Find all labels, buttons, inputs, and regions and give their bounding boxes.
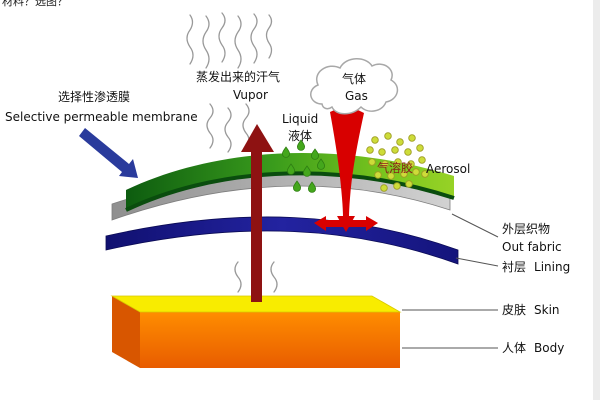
- skin-label-zh: 皮肤: [502, 303, 527, 317]
- lining-label-zh: 衬层: [502, 260, 527, 274]
- out-fabric-leader-line: [451, 213, 499, 238]
- membrane-label-zh: 选择性渗透膜: [58, 90, 131, 104]
- body-label-en: Body: [534, 341, 565, 355]
- corner-note: 材料？选图？: [2, 0, 68, 8]
- body-label-zh: 人体: [502, 341, 527, 355]
- vapor-arrow: [241, 124, 274, 302]
- body-box: [110, 295, 402, 368]
- membrane-pointer-arrow: [79, 128, 138, 178]
- skin-top-face: [110, 295, 402, 313]
- lining-leader-line: [455, 257, 499, 267]
- page-edge-strip: [593, 0, 600, 400]
- skin-label: 皮肤 Skin: [502, 303, 560, 318]
- skin-label-en: Skin: [534, 303, 560, 317]
- vapor-label-zh: 蒸发出来的汗气: [196, 70, 281, 84]
- gas-flow-arrow: [314, 107, 378, 232]
- liquid-label-en: Liquid: [282, 112, 319, 126]
- droplets: [281, 139, 326, 193]
- out-fabric-label-en: Out fabric: [502, 240, 562, 254]
- lining-label-en: Lining: [534, 260, 571, 274]
- membrane-layer: [125, 152, 455, 212]
- body-label: 人体 Body: [502, 341, 564, 356]
- liquid-label-zh: 液体: [288, 129, 313, 143]
- gas-label-zh: 气体: [342, 72, 367, 86]
- out-fabric-label-zh: 外层织物: [502, 222, 551, 236]
- body-side-face: [112, 296, 140, 368]
- vapor-label-en: Vupor: [233, 88, 268, 102]
- lining-label: 衬层 Lining: [502, 260, 570, 275]
- aerosol-label-zh: 气溶胶: [377, 161, 414, 175]
- gas-label-en: Gas: [345, 89, 368, 103]
- steam-lines: [186, 12, 278, 297]
- aerosol-dots: [366, 132, 429, 192]
- aerosol-label-en: Aerosol: [426, 162, 471, 176]
- body-front-face: [140, 312, 400, 368]
- gas-cloud: [310, 58, 399, 115]
- leader-lines: [402, 213, 499, 349]
- lining-layer: [105, 216, 459, 265]
- membrane-label-en: Selective permeable membrane: [5, 110, 198, 124]
